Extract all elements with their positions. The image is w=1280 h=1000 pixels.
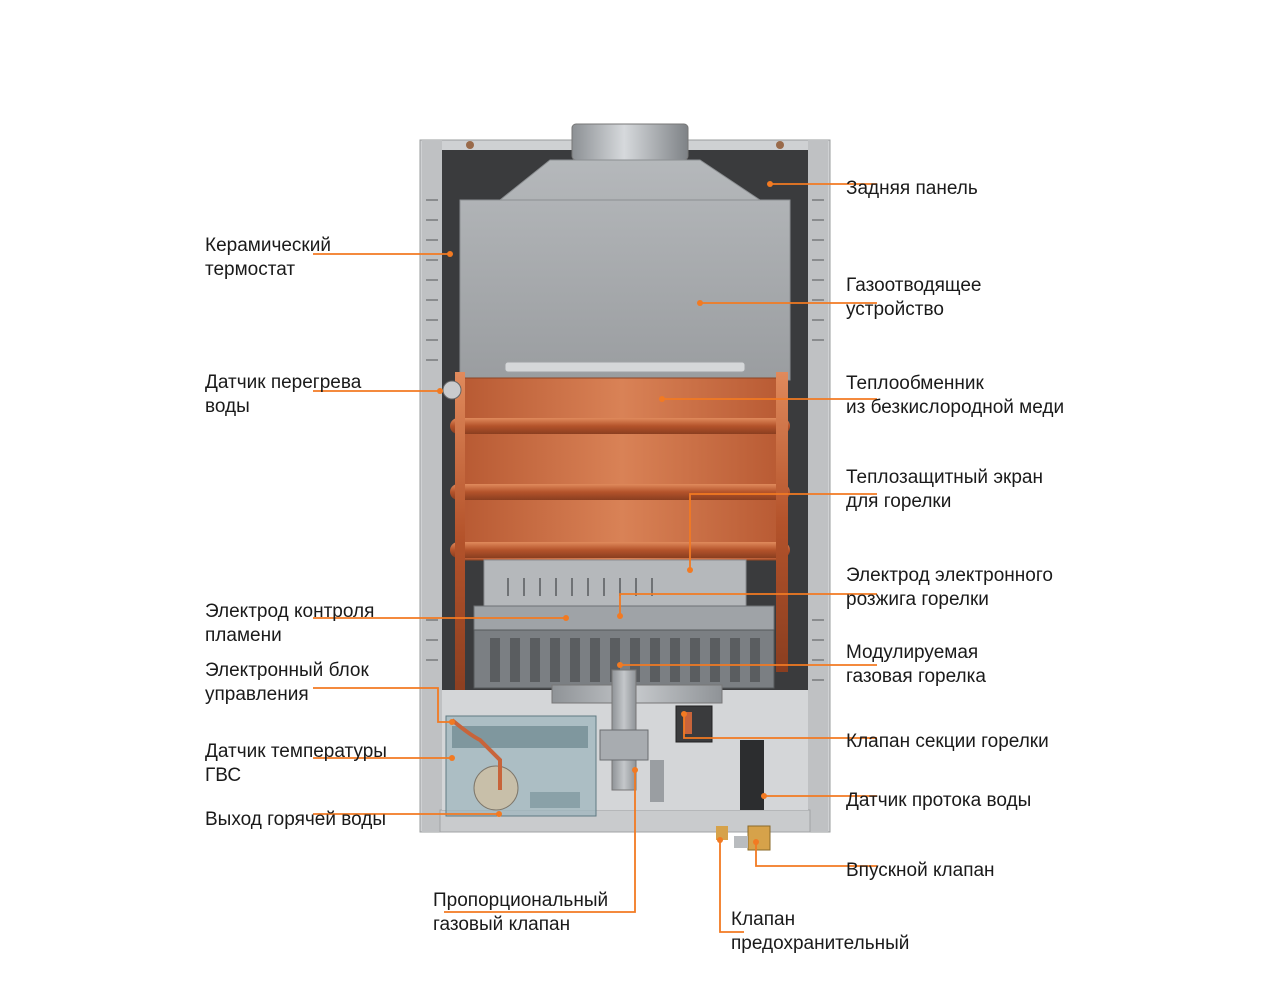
electronic-control-unit (445, 715, 597, 817)
bottom-fittings (716, 825, 771, 851)
leader-lines (313, 183, 877, 933)
burner-heat-shield (483, 559, 747, 607)
leader-dots (437, 181, 773, 845)
flue-hood (459, 123, 791, 381)
gas-burner (473, 605, 775, 689)
label-rear-panel: Задняя панель (846, 178, 978, 199)
heat-exchanger (442, 372, 790, 702)
label-hot-water-outlet: Выход горячей воды (205, 809, 386, 830)
gas-valve-assembly (551, 669, 764, 810)
label-inlet-valve: Впускной клапан (846, 860, 995, 881)
label-water-flow-sensor: Датчик протока воды (846, 790, 1032, 811)
label-burner-section-valve: Клапан секции горелки (846, 731, 1049, 752)
